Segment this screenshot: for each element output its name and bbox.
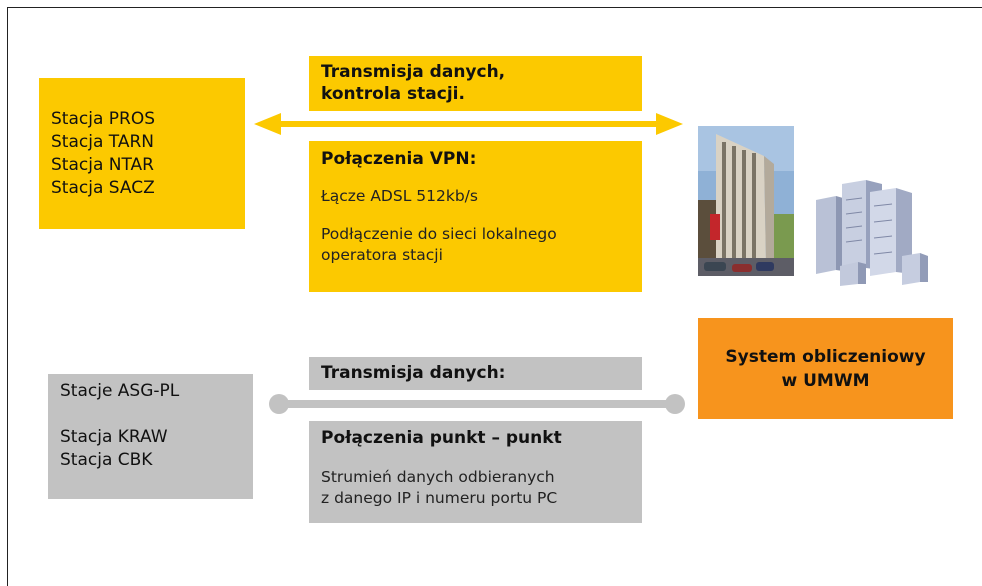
building-photo bbox=[698, 126, 794, 276]
transmission-title-line1: Transmisja danych, bbox=[321, 62, 506, 82]
vpn-lan-line2: operatora stacji bbox=[321, 246, 443, 264]
stations-p2p-box: Stacje ASG-PL Stacja KRAW Stacja CBK bbox=[48, 374, 253, 499]
computing-system-box: System obliczeniowy w UMWM bbox=[698, 318, 953, 419]
station-pros: Stacja PROS bbox=[51, 109, 156, 129]
stations-asg-pl: Stacje ASG-PL bbox=[60, 381, 180, 401]
station-sacz: Stacja SACZ bbox=[51, 178, 155, 198]
p2p-box: Połączenia punkt – punkt Strumień danych… bbox=[309, 421, 642, 523]
vpn-double-arrow bbox=[254, 113, 683, 135]
transmission-title-line2: kontrola stacji. bbox=[321, 84, 465, 104]
stations-vpn-box: Stacja PROS Stacja TARN Stacja NTAR Stac… bbox=[39, 78, 245, 229]
station-kraw: Stacja KRAW bbox=[60, 427, 168, 447]
p2p-title: Połączenia punkt – punkt bbox=[321, 428, 562, 448]
vpn-adsl: Łącze ADSL 512kb/s bbox=[321, 187, 478, 205]
station-tarn: Stacja TARN bbox=[51, 132, 154, 152]
p2p-connector bbox=[269, 394, 685, 414]
servers-illustration bbox=[816, 180, 928, 286]
station-cbk: Stacja CBK bbox=[60, 450, 153, 470]
bottom-transmission-title: Transmisja danych: bbox=[321, 363, 506, 383]
vpn-lan-line1: Podłączenie do sieci lokalnego bbox=[321, 225, 557, 243]
p2p-line1: Strumień danych odbieranych bbox=[321, 468, 555, 486]
slide-frame bbox=[7, 7, 982, 586]
vpn-title: Połączenia VPN: bbox=[321, 149, 477, 169]
p2p-line2: z danego IP i numeru portu PC bbox=[321, 489, 558, 507]
transmission-title-box: Transmisja danych, kontrola stacji. bbox=[309, 56, 642, 111]
vpn-box: Połączenia VPN: Łącze ADSL 512kb/s Podłą… bbox=[309, 141, 642, 292]
station-ntar: Stacja NTAR bbox=[51, 155, 154, 175]
bottom-transmission-title-box: Transmisja danych: bbox=[309, 357, 642, 390]
system-line2: w UMWM bbox=[781, 370, 870, 391]
system-line1: System obliczeniowy bbox=[725, 346, 926, 367]
